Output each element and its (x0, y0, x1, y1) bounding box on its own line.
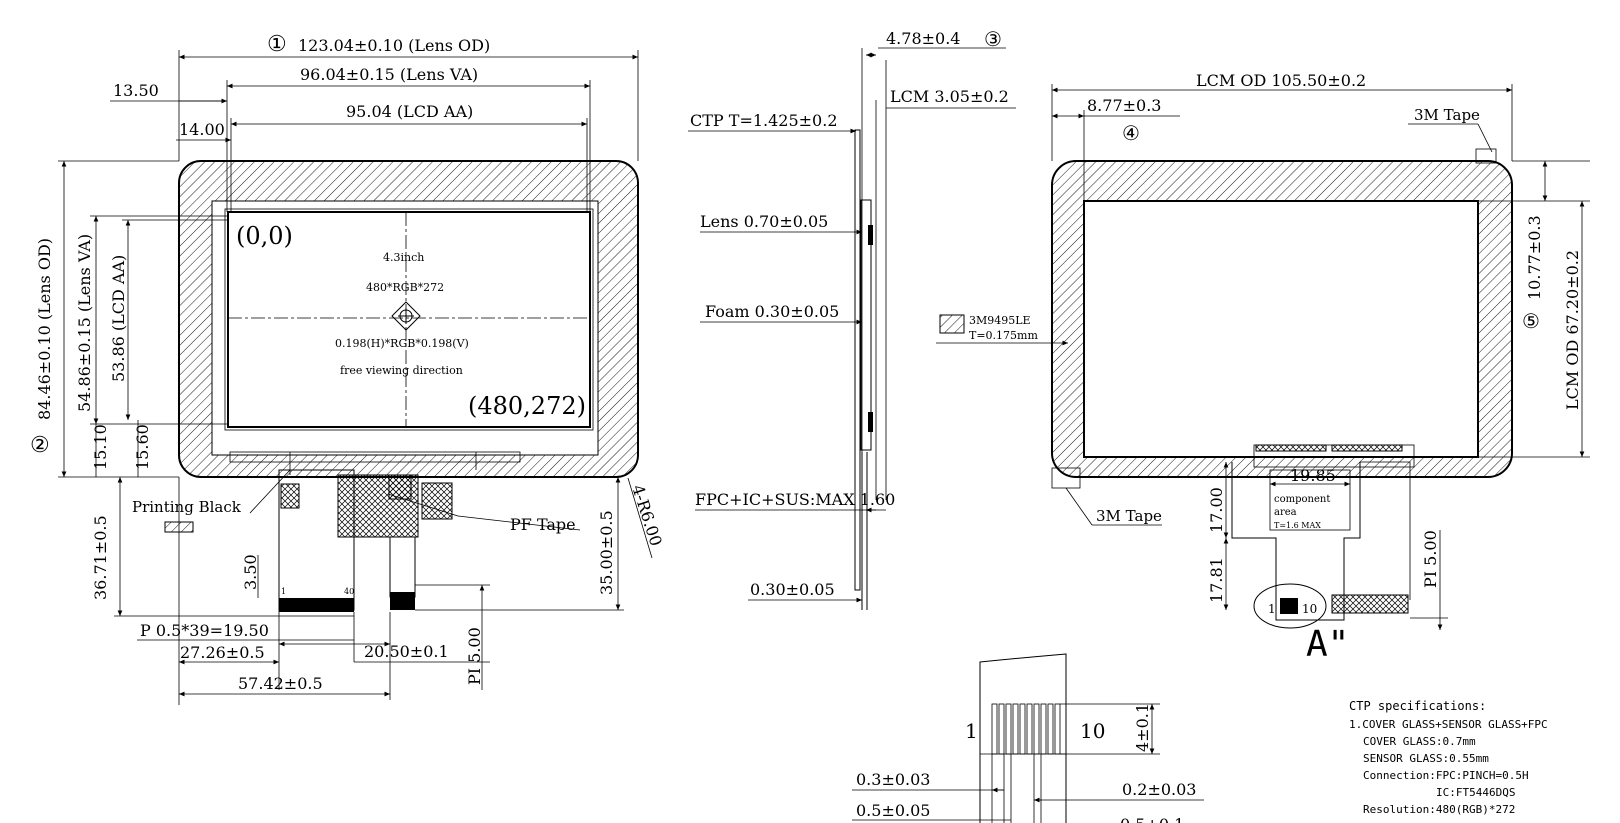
dim-3-50: 3.50 (241, 554, 260, 590)
specs-line-4: Connection:FPC:PINCH=0.5H (1363, 769, 1529, 782)
lcm-thickness: LCM 3.05±0.2 (890, 87, 1009, 106)
dim-h-lens-od: 84.46±0.10 (Lens OD) (35, 238, 54, 420)
dim-57-42: 57.42±0.5 (238, 674, 323, 693)
component-3: T=1.6 MAX (1274, 521, 1321, 530)
detail-pin-1: 1 (965, 719, 978, 743)
back-view: LCM OD 105.50±0.2 8.77±0.3 ④ 3M Tape 3M … (936, 71, 1590, 665)
specs-title: CTP specifications: (1349, 699, 1486, 713)
specs-line-3: SENSOR GLASS:0.55mm (1363, 752, 1489, 765)
dim-13-50: 13.50 (113, 81, 159, 100)
ctp-thickness: CTP T=1.425±0.2 (690, 111, 838, 130)
dim-15-60: 15.60 (133, 424, 152, 470)
dim-14-00: 14.00 (179, 120, 225, 139)
size-label: 4.3inch (383, 251, 424, 264)
detail-dim-0-5: 0.5±0.05 (856, 801, 930, 820)
pin-40: 40 (344, 587, 354, 596)
origin-label: (0,0) (236, 222, 293, 250)
corner-label: (480,272) (468, 392, 586, 420)
dim-10-77: 10.77±0.3 (1525, 215, 1544, 300)
viewing-label: free viewing direction (340, 364, 463, 377)
lcm-od: LCM OD 105.50±0.2 (1196, 71, 1366, 90)
radius-label: 4-R6.00 (628, 482, 666, 548)
back-pin-1: 1 (1268, 602, 1276, 616)
tape-legend-material: 3M9495LE (969, 314, 1031, 327)
tape-legend-swatch (939, 314, 965, 334)
lcd-aa (227, 211, 591, 428)
detail-dim-0-2: 0.2±0.03 (1122, 780, 1196, 799)
pf-tape-label: PF Tape (510, 515, 576, 534)
pin-1: 1 (281, 587, 286, 596)
detail-ellipse (1253, 583, 1327, 629)
dim-4-78: 4.78±0.4 (886, 29, 960, 48)
side-lens (860, 199, 872, 451)
detail-pins (991, 703, 1061, 755)
lcm-od-height: LCM OD 67.20±0.2 (1563, 250, 1582, 410)
back-lcm (1083, 200, 1479, 458)
dim-36-71: 36.71±0.5 (91, 515, 110, 600)
back-connector (1331, 594, 1409, 614)
detail-dim-0-5b: 0.5±0.1 (1120, 815, 1184, 823)
pitch-label: 0.198(H)*RGB*0.198(V) (335, 337, 469, 350)
dim-35-00: 35.00±0.5 (597, 510, 616, 595)
tape-bottom-label: 3M Tape (1096, 507, 1162, 525)
center-target-icon (391, 301, 421, 331)
dim-20-50: 20.50±0.1 (364, 642, 449, 661)
dim-17-81: 17.81 (1207, 557, 1226, 603)
fpc-thickness: FPC+IC+SUS:MAX 1.60 (695, 490, 895, 509)
dim-8-77-num: ④ (1122, 121, 1140, 145)
specs-line-1: 1.COVER GLASS+SENSOR GLASS+FPC (1349, 718, 1548, 731)
detail-dim-4: 4±0.1 (1133, 703, 1152, 752)
component-1: component (1274, 494, 1330, 505)
lens-thickness: Lens 0.70±0.05 (700, 212, 828, 231)
pf-tape-area (421, 482, 453, 520)
specs-line-6: Resolution:480(RGB)*272 (1363, 803, 1515, 816)
bottom-thickness: 0.30±0.05 (750, 580, 835, 599)
side-view: 4.78±0.4 ③ LCM 3.05±0.2 CTP T=1.425±0.2 … (688, 27, 1016, 610)
dim-8-77: 8.77±0.3 (1087, 96, 1161, 115)
back-pi-5-00: PI 5.00 (1421, 530, 1440, 588)
resolution-label: 480*RGB*272 (366, 281, 444, 294)
detail-a: 1 10 4±0.1 0.3±0.03 0.2±0.03 0.5±0.05 0.… (852, 653, 1204, 823)
pitch-total: P 0.5*39=19.50 (140, 621, 269, 640)
specs-line-2: COVER GLASS:0.7mm (1363, 735, 1476, 748)
detail-label: A" (1306, 624, 1349, 665)
dim-lcd-aa: 95.04 (LCD AA) (346, 102, 473, 121)
dim-lens-va: 96.04±0.15 (Lens VA) (300, 65, 478, 84)
tape-top-label: 3M Tape (1414, 106, 1480, 124)
dim-27-26: 27.26±0.5 (180, 643, 265, 662)
dim-15-10: 15.10 (91, 424, 110, 470)
side-ctp (854, 129, 861, 591)
detail-pin-10: 10 (1080, 719, 1105, 743)
dim-h-lcd-aa: 53.86 (LCD AA) (109, 255, 128, 382)
component-2: area (1274, 507, 1297, 518)
dim-10-77-num: ⑤ (1522, 309, 1540, 333)
dim-17-00: 17.00 (1207, 487, 1226, 533)
dim-h-lens-va: 54.86±0.15 (Lens VA) (75, 234, 94, 412)
tape-legend-thickness: T=0.175mm (969, 329, 1038, 342)
dim-pi-5-00: PI 5.00 (465, 627, 484, 685)
fpc-connector (279, 598, 354, 612)
front-view: (0,0) (480,272) 4.3inch 480*RGB*272 0.19… (30, 32, 666, 705)
detail-dim-0-3: 0.3±0.03 (856, 770, 930, 789)
dim-lens-od-num: ① (267, 32, 287, 57)
back-pin-10: 10 (1302, 602, 1317, 616)
ctp-specifications: CTP specifications: 1.COVER GLASS+SENSOR… (1349, 699, 1548, 816)
printing-black-label: Printing Black (132, 498, 242, 516)
dim-19-85: 19.85 (1290, 466, 1336, 485)
black-pad (280, 483, 300, 509)
dim-4-78-num: ③ (984, 27, 1002, 51)
specs-line-5: IC:FT5446DQS (1436, 786, 1515, 799)
dim-h-lens-od-num: ② (30, 433, 50, 458)
dim-lens-od: 123.04±0.10 (Lens OD) (298, 36, 490, 55)
foam-thickness: Foam 0.30±0.05 (705, 302, 839, 321)
